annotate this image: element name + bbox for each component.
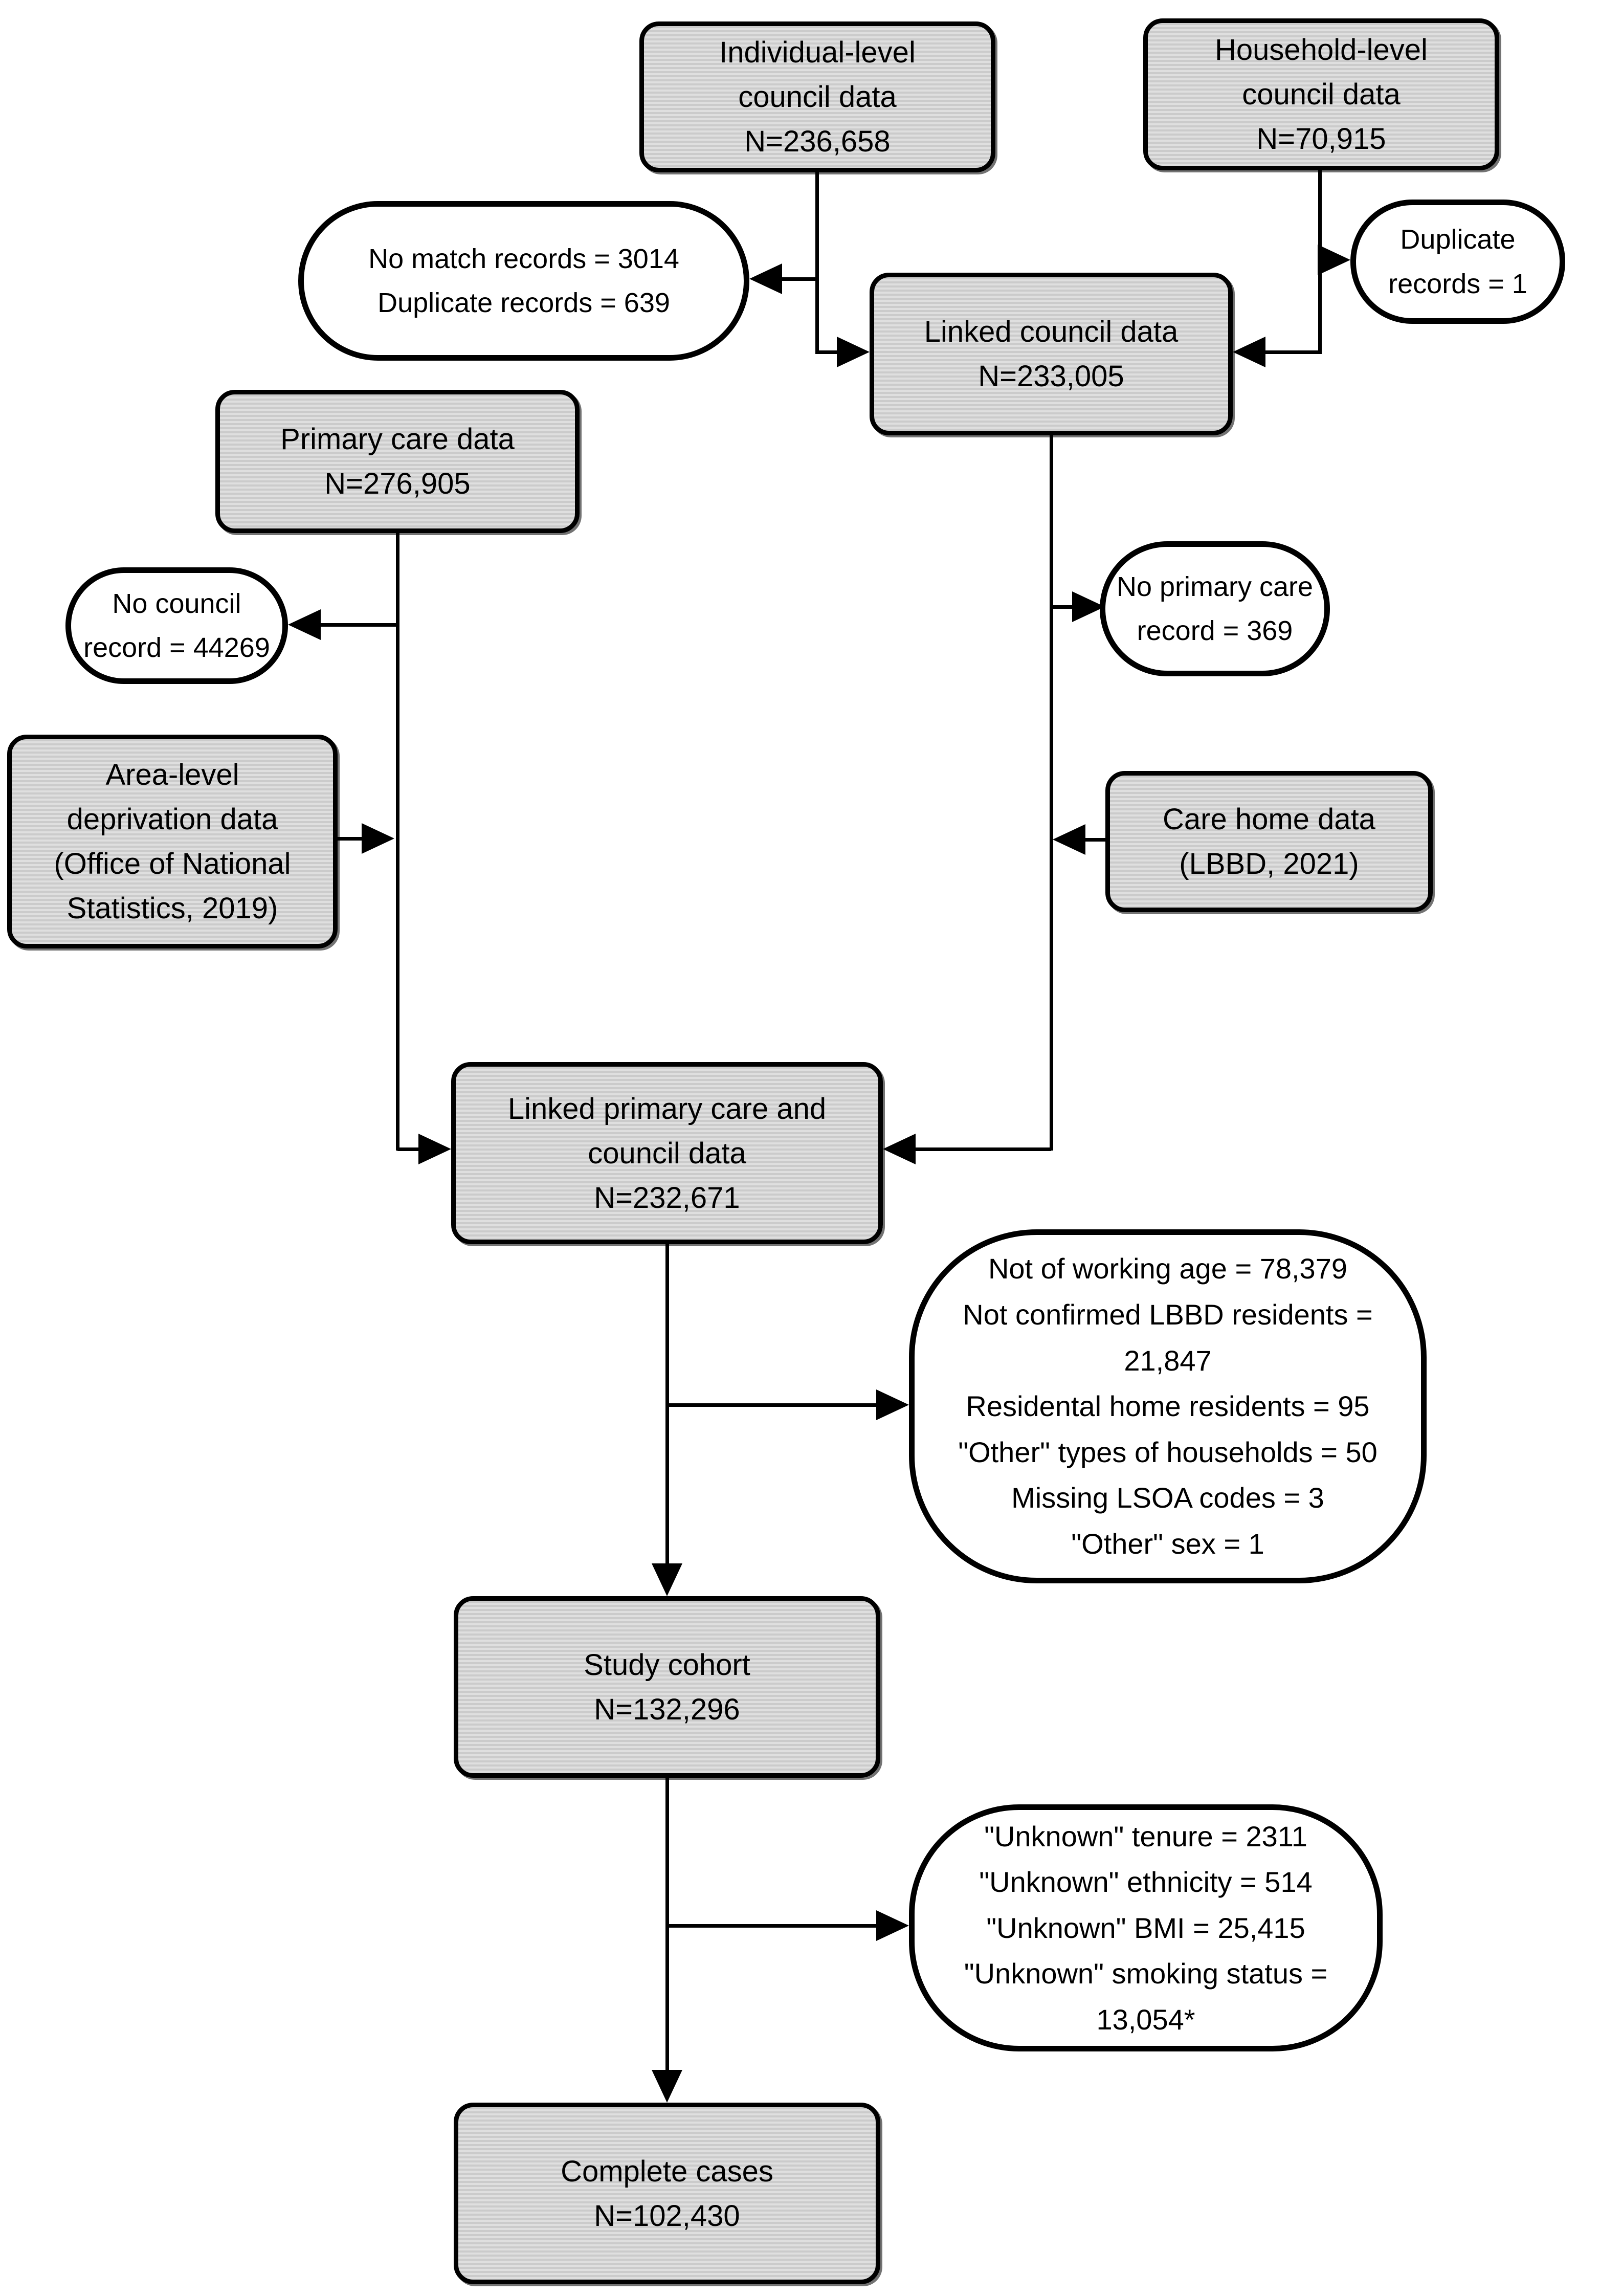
node-linked-council-data: Linked council data N=233,005 bbox=[870, 273, 1233, 435]
node-area-level-label: Area-level deprivation data (Office of N… bbox=[54, 758, 291, 925]
connector-to-no-council bbox=[321, 623, 397, 627]
node-individual-council-label: Individual-level council data N=236,658 bbox=[719, 36, 916, 158]
node-area-level-deprivation-data: Area-level deprivation data (Office of N… bbox=[7, 735, 338, 948]
connector-study-down bbox=[665, 1777, 669, 2071]
arrowhead-into-exclusions2 bbox=[876, 1910, 909, 1941]
arrowhead-care-home-to-line bbox=[1053, 824, 1085, 855]
arrowhead-into-linked-pc-left bbox=[418, 1134, 451, 1164]
arrowhead-into-no-primary bbox=[1072, 591, 1105, 622]
node-complete-cases: Complete cases N=102,430 bbox=[454, 2103, 880, 2284]
node-primary-care-data: Primary care data N=276,905 bbox=[215, 390, 580, 533]
callout-no-match-label: No match records = 3014 Duplicate record… bbox=[368, 243, 679, 318]
arrowhead-area-to-line bbox=[362, 823, 394, 854]
callout-no-council-record: No council record = 44269 bbox=[65, 567, 288, 684]
connector-care-home-out bbox=[1085, 838, 1107, 842]
connector-linked-council-down bbox=[1050, 434, 1053, 1151]
connector-to-no-primary bbox=[1051, 605, 1074, 609]
callout-no-primary-care-label: No primary care record = 369 bbox=[1116, 571, 1314, 646]
arrowhead-into-exclusions1 bbox=[876, 1389, 909, 1420]
node-care-home-data: Care home data (LBBD, 2021) bbox=[1105, 771, 1433, 912]
callout-exclusions-step2-label: "Unknown" tenure = 2311 "Unknown" ethnic… bbox=[964, 1820, 1328, 2036]
callout-duplicate-label: Duplicate records = 1 bbox=[1388, 224, 1527, 299]
node-linked-council-label: Linked council data N=233,005 bbox=[924, 315, 1179, 393]
connector-primary-care-down bbox=[396, 531, 399, 1151]
connector-to-no-match bbox=[782, 277, 819, 281]
connector-to-exclusions2 bbox=[665, 1924, 877, 1928]
node-primary-care-label: Primary care data N=276,905 bbox=[280, 423, 515, 500]
node-household-council-data: Household-level council data N=70,915 bbox=[1143, 18, 1499, 170]
node-household-council-label: Household-level council data N=70,915 bbox=[1215, 33, 1428, 156]
arrowhead-into-complete bbox=[652, 2070, 682, 2103]
callout-no-match-records: No match records = 3014 Duplicate record… bbox=[298, 201, 749, 361]
callout-exclusions-step1: Not of working age = 78,379 Not confirme… bbox=[909, 1229, 1427, 1583]
node-study-cohort-label: Study cohort N=132,296 bbox=[584, 1648, 750, 1726]
arrowhead-into-linked-pc-right bbox=[883, 1134, 916, 1164]
node-care-home-label: Care home data (LBBD, 2021) bbox=[1163, 803, 1375, 880]
callout-no-council-label: No council record = 44269 bbox=[83, 588, 270, 663]
connector-primary-into-linked-pc bbox=[397, 1147, 419, 1151]
node-individual-council-data: Individual-level council data N=236,658 bbox=[639, 21, 995, 172]
connector-to-exclusions1 bbox=[665, 1403, 877, 1407]
arrowhead-into-linked-right bbox=[1233, 337, 1265, 367]
arrowhead-into-study bbox=[652, 1563, 682, 1596]
arrowhead-into-no-match bbox=[749, 263, 782, 294]
callout-no-primary-care-record: No primary care record = 369 bbox=[1100, 541, 1330, 676]
callout-duplicate-records: Duplicate records = 1 bbox=[1350, 200, 1565, 324]
connector-individual-into-linked bbox=[815, 350, 839, 354]
arrowhead-into-no-council bbox=[288, 609, 321, 640]
arrowhead-into-linked-left bbox=[837, 337, 870, 367]
connector-linked-council-into-linked-pc bbox=[916, 1147, 1051, 1151]
node-complete-cases-label: Complete cases N=102,430 bbox=[561, 2154, 773, 2233]
callout-exclusions-step1-label: Not of working age = 78,379 Not confirme… bbox=[958, 1252, 1377, 1560]
connector-area-level-out bbox=[335, 837, 363, 841]
node-linked-primary-care-label: Linked primary care and council data N=2… bbox=[507, 1092, 827, 1215]
arrowhead-into-duplicate bbox=[1318, 245, 1350, 275]
connector-individual-down bbox=[815, 171, 819, 354]
node-study-cohort: Study cohort N=132,296 bbox=[454, 1596, 880, 1778]
node-linked-primary-care-council-data: Linked primary care and council data N=2… bbox=[451, 1062, 883, 1244]
connector-household-into-linked bbox=[1264, 350, 1322, 354]
callout-exclusions-step2: "Unknown" tenure = 2311 "Unknown" ethnic… bbox=[909, 1804, 1383, 2051]
